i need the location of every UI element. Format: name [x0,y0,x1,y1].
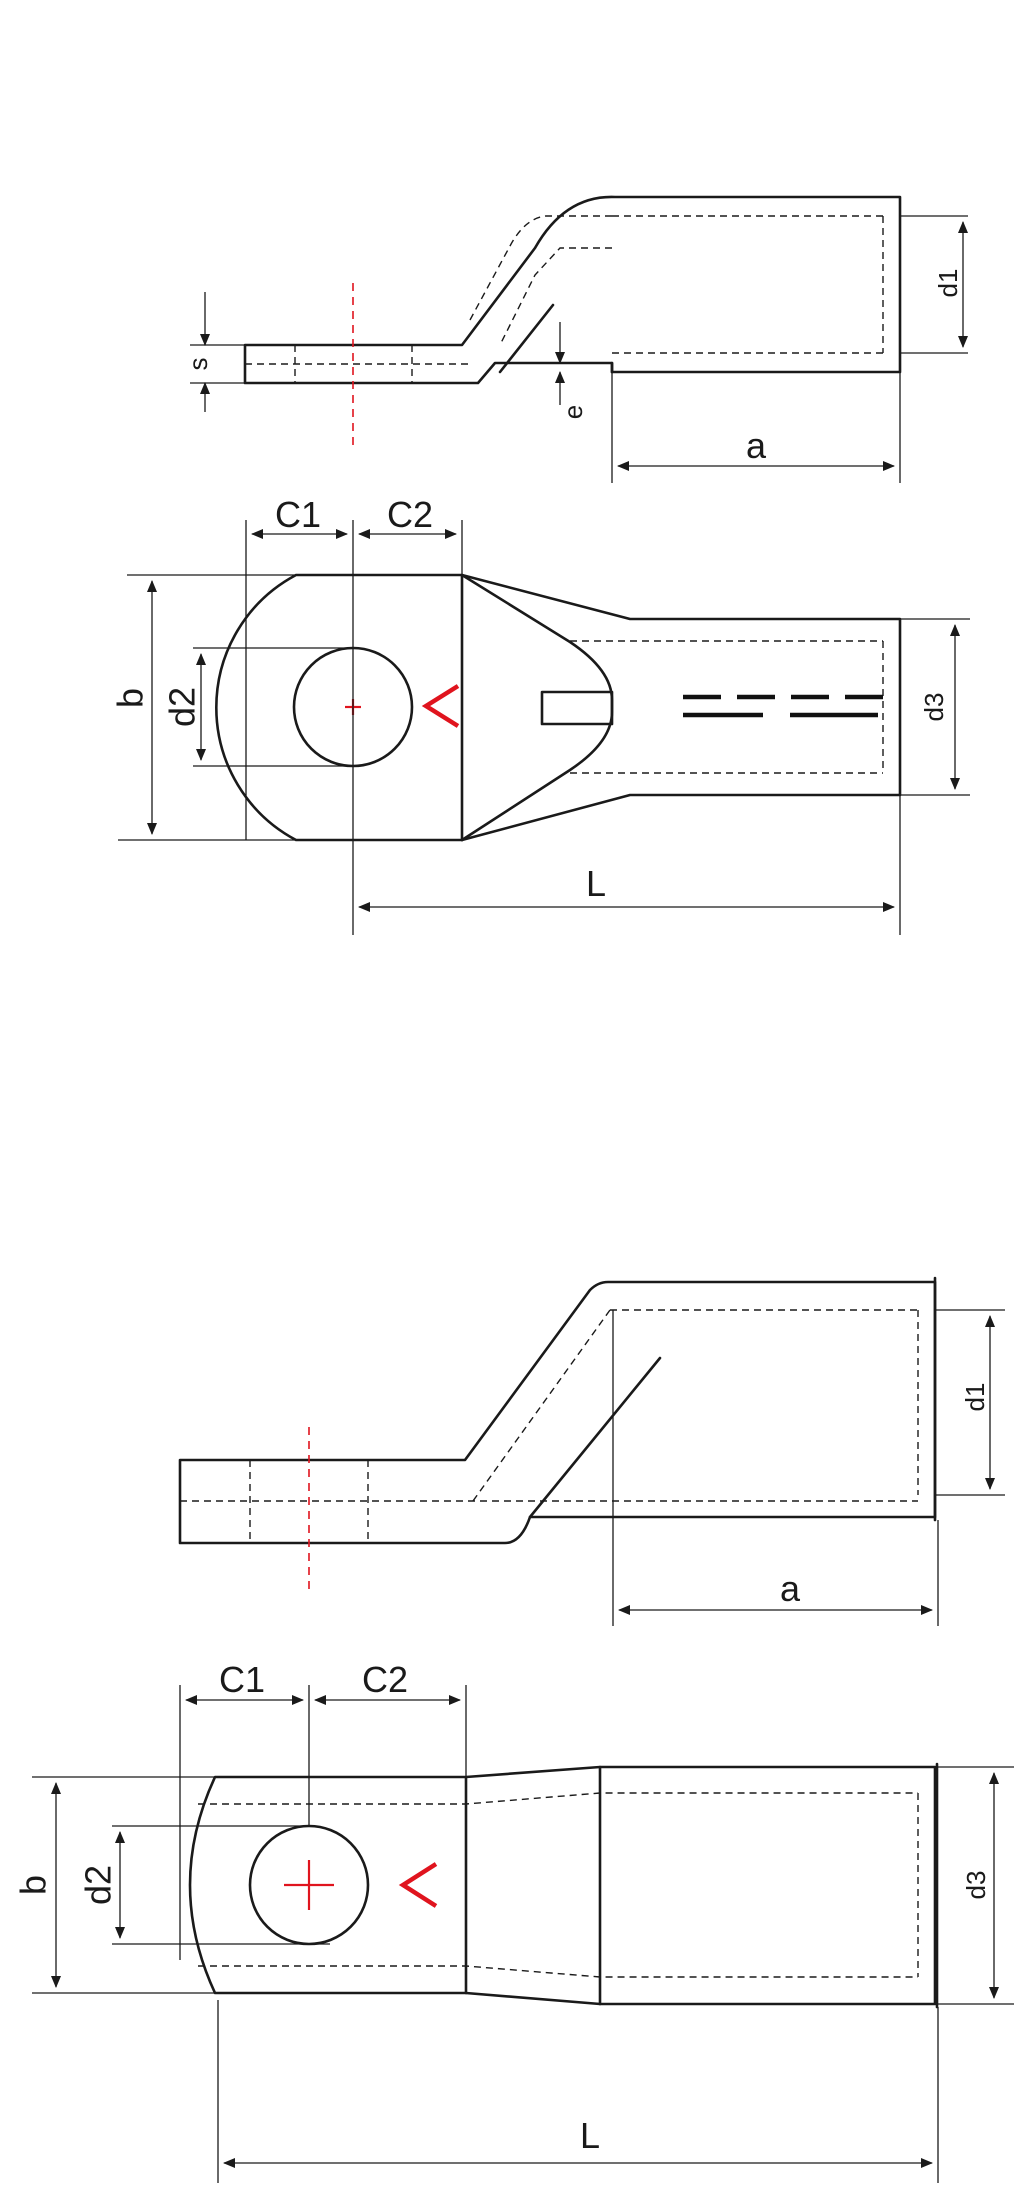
dim-label-d1: d1 [933,269,963,298]
lug1-barrel-taper [460,573,614,842]
diagram2-side-view: d1 a [178,1276,1005,1626]
dim-label-d2-2: d2 [78,1865,119,1905]
dim-label-c2-2: C2 [362,1659,408,1700]
lug1-inspection-slot [540,690,614,726]
dim-label-b-2: b [13,1875,54,1895]
dim-label-c2: C2 [387,494,433,535]
lug1-side-hidden-upper [469,215,612,321]
lug1-side-outline [243,195,902,385]
lug1-side-hidden-lower [499,247,612,346]
lug2-direction-indicator [398,1862,438,1908]
lug1-side-chamfer [498,303,555,374]
dim-label-a-2: a [780,1568,801,1609]
dim-label-e: e [558,405,588,419]
lug2-side-hidden-slope [472,1309,611,1502]
diagram1-side-view: s e d1 a [183,195,968,483]
dim-label-d3-2: d3 [961,1871,991,1900]
dim-label-d3: d3 [919,693,949,722]
lug2-top-hidden-lower [198,1965,918,1978]
lug2-side-chamfer [528,1356,662,1519]
dim-label-s: s [183,358,213,371]
dim-label-d2: d2 [162,687,203,727]
lug1-top-outline [215,573,902,842]
dim-label-l: L [586,863,606,904]
dim-label-l-2: L [580,2115,600,2156]
dim-label-b: b [110,688,151,708]
dim-label-a: a [746,425,767,466]
dim-label-c1: C1 [275,494,321,535]
lug1-direction-indicator [421,684,460,728]
lug2-top-outline [188,1765,937,2006]
lug2-side-outline [178,1280,937,1545]
diagram2-top-view: C1 C2 b d2 d3 L [13,1659,1014,2183]
diagram1-top-view: C1 C2 b d2 d3 L [110,494,970,935]
lug2-top-hidden-upper [198,1792,918,1805]
dim-label-c1-2: C1 [219,1659,265,1700]
dim-label-d1-2: d1 [960,1383,990,1412]
